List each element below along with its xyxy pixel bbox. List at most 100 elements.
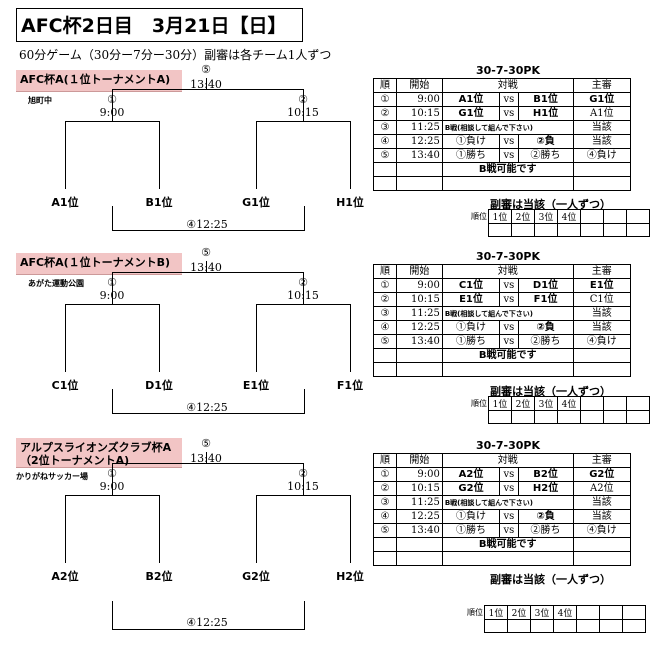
col-header-referee: 主審 [572,264,632,279]
third-place-bracket [112,206,305,231]
round2-marker: ② [298,467,308,480]
third-place-label: ④12:25 [186,401,228,414]
bracket-line [112,463,113,495]
rank-blank-cell [622,619,646,633]
match-referee: G1位 [572,92,632,107]
final-round-marker: ⑤ [201,63,211,76]
block-title-line: アルプスライオンズクラブ杯A [20,441,172,454]
match-start-time: 9:00 [395,467,443,482]
empty-cell [572,551,632,566]
match-note: B戦(相談して組んで下さい) [441,306,574,321]
match-vs: vs [499,106,519,121]
match-referee: C1位 [572,292,632,307]
match-number: ④ [373,320,397,335]
rank-blank-cell [626,223,650,237]
empty-cell [572,176,632,191]
match-number: ④ [373,509,397,524]
page-title: AFC杯2日目 3月21日【日】 [16,8,303,42]
match-start-time: 10:15 [395,106,443,121]
bracket-line [112,272,304,273]
empty-cell [572,362,632,377]
match-start-time: 11:25 [395,120,443,135]
rank-label: 順位 [471,399,487,408]
team-slot: A2位 [51,570,79,583]
bracket-line [65,495,66,563]
empty-cell [441,362,574,377]
empty-cell [395,176,443,191]
rank-cell: 1位 [488,396,512,411]
bracket-line [256,304,351,305]
col-header-match: 対戦 [441,453,574,468]
venue-label: あがた運動公園 [28,279,84,288]
bracket-line [65,121,66,189]
match-number: ③ [373,120,397,135]
b-match-note: B戦可能です [441,162,574,177]
empty-cell [572,348,632,363]
sub-referee-note: 副審は当該（一人ずつ） [490,385,611,398]
match-vs: vs [499,320,519,335]
match-referee: 当該 [572,509,632,524]
match-referee: ④負け [572,148,632,163]
rank-blank-cell [603,410,627,424]
empty-cell [395,551,443,566]
match-start-time: 9:00 [395,278,443,293]
match-start-time: 12:25 [395,320,443,335]
match-start-time: 13:40 [395,523,443,538]
rank-blank-cell [626,410,650,424]
match-vs: vs [499,334,519,349]
match-number: ⑤ [373,334,397,349]
rank-blank-cell [580,410,604,424]
round1-time: 9:00 [99,106,125,119]
match-home: ①勝ち [441,523,501,538]
team-slot: F1位 [336,379,364,392]
match-number: ② [373,292,397,307]
venue-label: 旭町中 [28,96,52,105]
empty-cell [395,162,443,177]
match-vs: vs [499,481,519,496]
b-match-note: B戦可能です [441,348,574,363]
col-header-start: 開始 [395,78,443,93]
match-start-time: 12:25 [395,509,443,524]
rank-blank-cell [511,223,535,237]
rank-blank-cell [534,410,558,424]
match-home: ①勝ち [441,334,501,349]
rank-blank-cell [603,396,627,411]
empty-cell [572,162,632,177]
rank-cell: 3位 [530,605,554,620]
match-number: ② [373,106,397,121]
match-vs: vs [499,523,519,538]
empty-cell [373,362,397,377]
team-slot: G2位 [242,570,270,583]
rank-blank-cell [553,619,577,633]
rank-spacer [470,411,489,424]
empty-cell [395,362,443,377]
bracket-line [350,495,351,563]
match-start-time: 9:00 [395,92,443,107]
empty-cell [395,348,443,363]
bracket-line [65,121,160,122]
schedule-row [373,362,632,377]
rank-cell: 3位 [534,396,558,411]
match-away: D1位 [517,278,574,293]
match-referee: A1位 [572,106,632,121]
empty-cell [572,537,632,552]
round1-marker: ① [107,276,117,289]
empty-cell [373,348,397,363]
rank-blank-cell [530,619,554,633]
match-referee: ④負け [572,523,632,538]
bracket-line [256,121,257,189]
match-away: H1位 [517,106,574,121]
sub-referee-note: 副審は当該（一人ずつ） [490,573,611,586]
round2-time: 10:15 [287,480,319,493]
match-away: H2位 [517,481,574,496]
match-number: ③ [373,306,397,321]
bracket-line [112,272,113,304]
rank-label: 順位 [467,608,483,617]
